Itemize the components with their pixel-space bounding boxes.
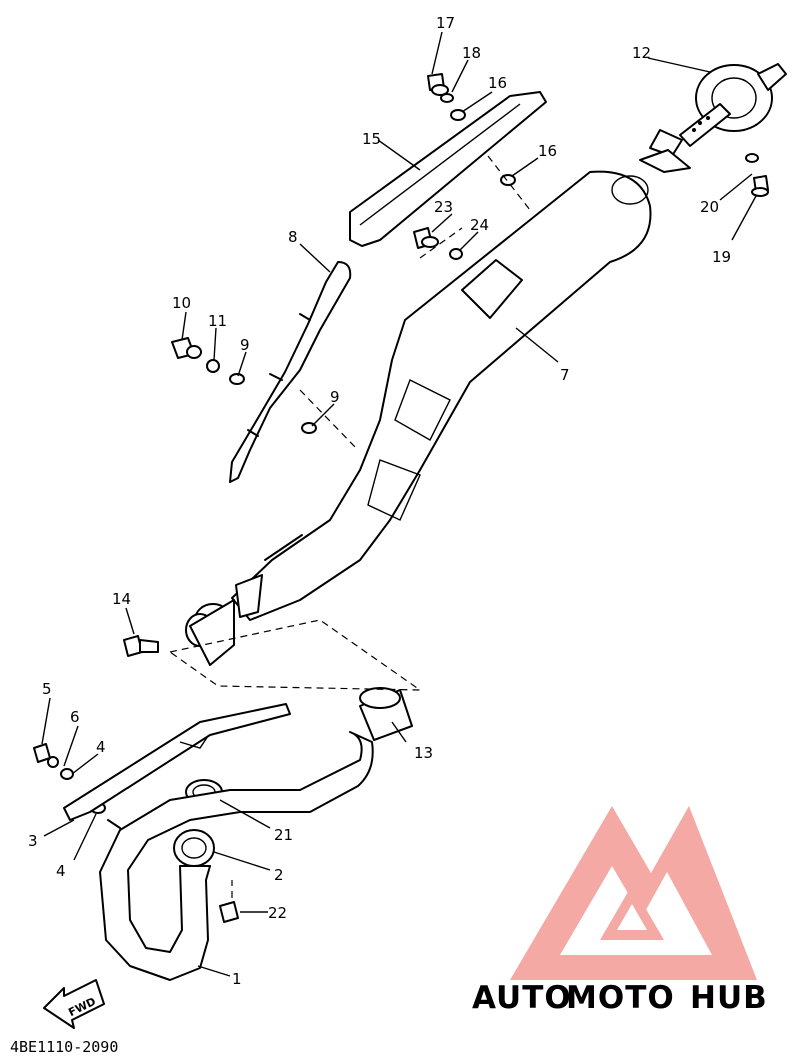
- callout-17: 17: [436, 14, 455, 32]
- watermark-logo: [510, 806, 757, 980]
- callout-15: 15: [362, 130, 381, 148]
- watermark-text: AUTO MOTO HUB: [472, 980, 768, 1016]
- callout-7: 7: [560, 366, 570, 384]
- callout-12: 12: [632, 44, 651, 62]
- muffler-protector: [349, 91, 547, 247]
- callout-4b: 4: [56, 862, 66, 880]
- assembly-lines: [168, 155, 531, 898]
- callout-16b: 16: [538, 142, 557, 160]
- callout-3: 3: [28, 832, 38, 850]
- callouts: 12 17 18 16 15 16 23 24 20 19 8 10 11 9 …: [28, 14, 731, 988]
- callout-11: 11: [208, 312, 227, 330]
- fasteners: [33, 73, 516, 923]
- watermark-hub: HUB: [690, 980, 768, 1016]
- tail-pipe-assembly: [639, 63, 787, 197]
- fwd-arrow: FWD: [43, 979, 105, 1029]
- callout-8: 8: [288, 228, 298, 246]
- callout-20: 20: [700, 198, 719, 216]
- callout-14: 14: [112, 590, 131, 608]
- callout-23: 23: [434, 198, 453, 216]
- callout-13: 13: [414, 744, 433, 762]
- leader-lines: [41, 31, 757, 977]
- callout-16a: 16: [488, 74, 507, 92]
- watermark-auto: AUTO: [472, 980, 572, 1016]
- callout-1: 1: [232, 970, 242, 988]
- callout-21: 21: [274, 826, 293, 844]
- drawing-code: 4BE1110-2090: [10, 1038, 118, 1056]
- callout-5: 5: [42, 680, 52, 698]
- watermark-moto: MOTO: [566, 980, 675, 1016]
- callout-22: 22: [268, 904, 287, 922]
- callout-2: 2: [274, 866, 284, 884]
- callout-24: 24: [470, 216, 489, 234]
- joint-and-gasket: [185, 687, 413, 805]
- callout-18: 18: [462, 44, 481, 62]
- callout-9b: 9: [330, 388, 340, 406]
- callout-10: 10: [172, 294, 191, 312]
- callout-4a: 4: [96, 738, 106, 756]
- callout-19: 19: [712, 248, 731, 266]
- exhaust-pipe-protector: [63, 703, 291, 829]
- exhaust-pipe: [99, 731, 374, 981]
- callout-9a: 9: [240, 336, 250, 354]
- muffler-body: [185, 170, 652, 666]
- callout-6: 6: [70, 708, 80, 726]
- muffler-bracket: [229, 261, 352, 483]
